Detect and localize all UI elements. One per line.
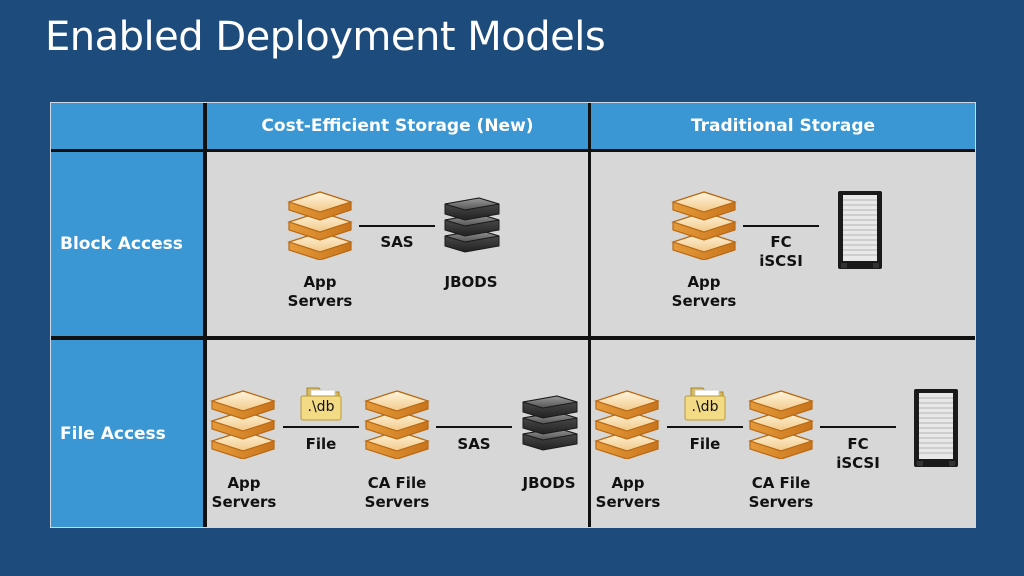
jbod-icon xyxy=(439,190,503,254)
row-header-file: File Access xyxy=(51,340,203,527)
link-label: File xyxy=(305,435,337,453)
app-servers-label: App Servers xyxy=(595,474,661,511)
folder-path-label: .\db xyxy=(691,399,719,415)
connector-line xyxy=(436,426,512,428)
app-servers-label: App Servers xyxy=(287,273,353,310)
ca-file-server-icon xyxy=(364,387,430,459)
cell-block-traditional: FC iSCSI App Servers xyxy=(591,152,975,336)
ca-file-server-icon xyxy=(748,387,814,459)
connector-line xyxy=(283,426,359,428)
jbods-label: JBODS xyxy=(522,474,576,492)
storage-array-icon xyxy=(837,190,883,270)
cell-file-new: .\db File SAS App Servers CA File Server… xyxy=(207,340,588,527)
deployment-grid: Cost-Efficient Storage (New) Traditional… xyxy=(50,102,976,528)
app-server-icon xyxy=(671,188,737,260)
slide-title: Enabled Deployment Models xyxy=(45,14,606,60)
ca-file-servers-label: CA File Servers xyxy=(364,474,430,511)
corner-header xyxy=(51,103,203,149)
link-label: FC iSCSI xyxy=(836,435,880,472)
row-header-block: Block Access xyxy=(51,152,203,336)
storage-array-icon xyxy=(913,388,959,468)
link-label: SAS xyxy=(380,233,414,251)
app-servers-label: App Servers xyxy=(671,273,737,310)
cell-file-traditional: .\db File FC iSCSI App Servers CA File S… xyxy=(591,340,975,527)
column-header-new: Cost-Efficient Storage (New) xyxy=(207,103,588,149)
jbods-label: JBODS xyxy=(444,273,498,291)
cell-block-new: SAS App Servers JBODS xyxy=(207,152,588,336)
app-server-icon xyxy=(210,387,276,459)
link-label: File xyxy=(689,435,721,453)
jbod-icon xyxy=(517,388,581,452)
connector-line xyxy=(667,426,743,428)
link-label: SAS xyxy=(457,435,491,453)
folder-path-label: .\db xyxy=(307,399,335,415)
app-server-icon xyxy=(594,387,660,459)
app-servers-label: App Servers xyxy=(211,474,277,511)
ca-file-servers-label: CA File Servers xyxy=(748,474,814,511)
connector-line xyxy=(743,225,819,227)
app-server-icon xyxy=(287,188,353,260)
connector-line xyxy=(359,225,435,227)
link-label: FC iSCSI xyxy=(759,233,803,270)
connector-line xyxy=(820,426,896,428)
column-header-traditional: Traditional Storage xyxy=(591,103,975,149)
